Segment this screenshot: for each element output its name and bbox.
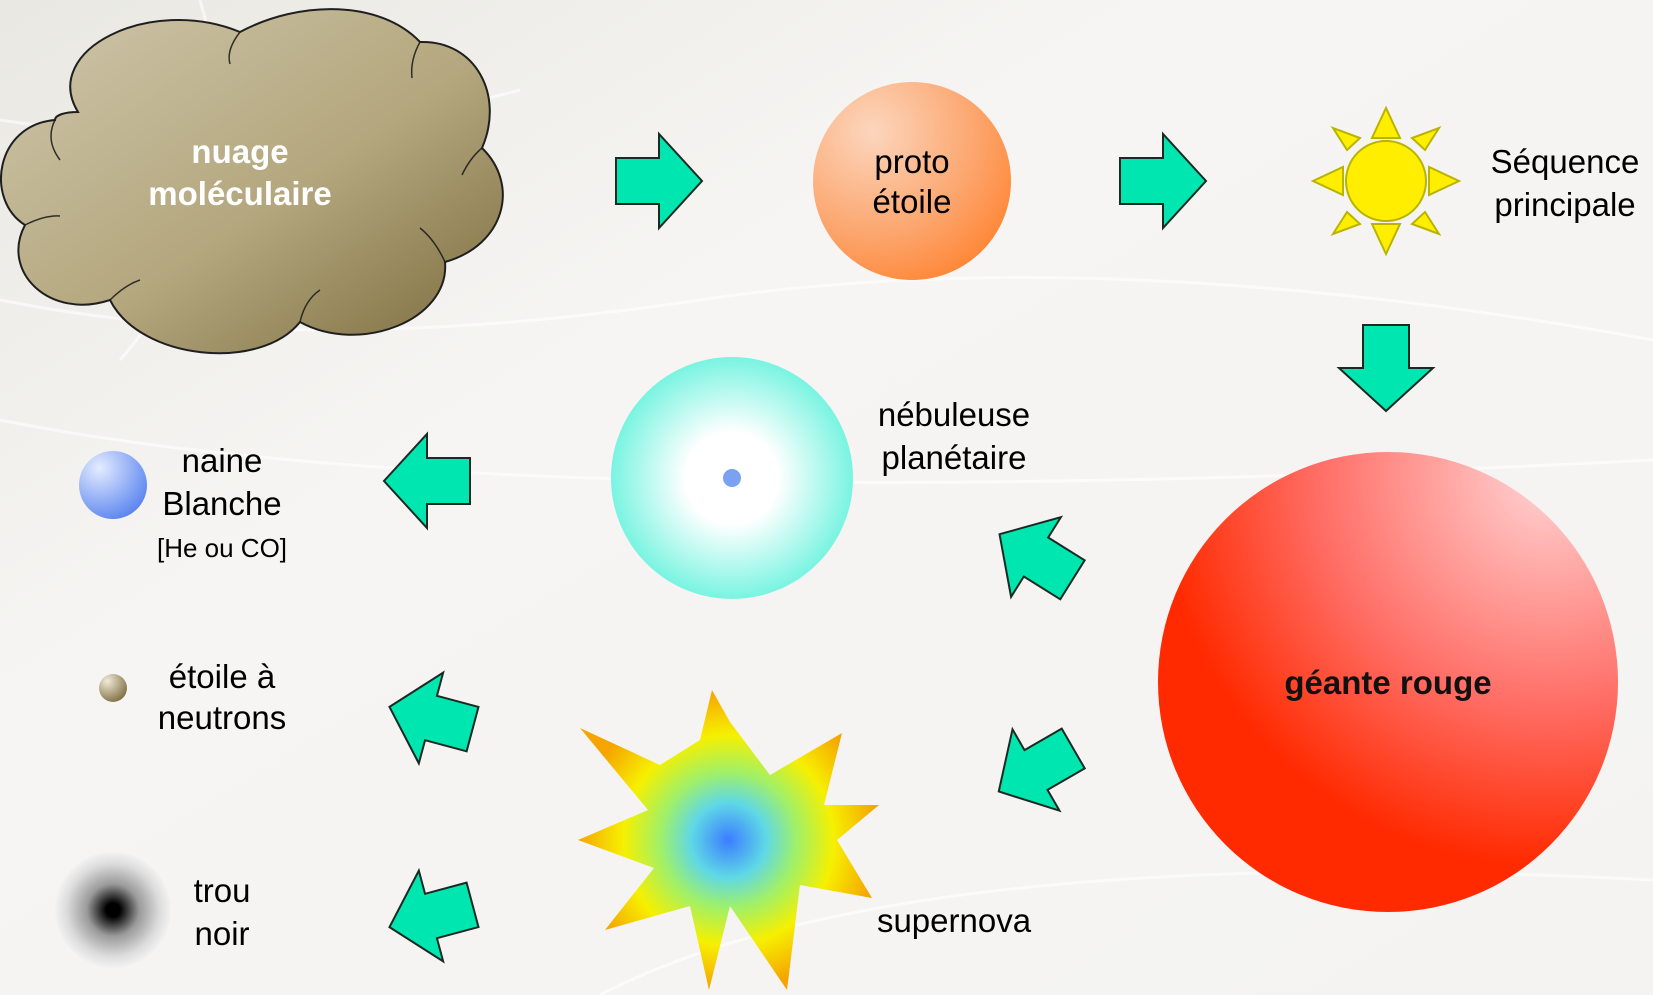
label-nuage-line2: moléculaire xyxy=(148,175,331,212)
label-neutrons-line2: neutrons xyxy=(158,699,286,736)
label-nuage-line1: nuage xyxy=(191,133,288,170)
label-proto-line1: proto xyxy=(874,143,949,180)
black-hole-icon xyxy=(55,852,171,968)
label-nebuleuse-line1: nébuleuse xyxy=(878,396,1030,433)
label-trou-noir-line2: noir xyxy=(194,915,249,952)
label-naine-line3: [He ou CO] xyxy=(157,533,287,563)
label-nebuleuse-line2: planétaire xyxy=(882,439,1027,476)
label-sequence-line2: principale xyxy=(1494,186,1635,223)
sun-icon xyxy=(1313,108,1459,254)
label-naine-line2: Blanche xyxy=(162,485,281,522)
label-sequence-line1: Séquence xyxy=(1491,143,1640,180)
label-supernova: supernova xyxy=(877,902,1032,939)
neutron-star-sphere xyxy=(99,674,127,702)
protostar-sphere xyxy=(813,82,1011,280)
nebula-core-dot xyxy=(723,469,741,487)
sun-disc xyxy=(1346,141,1426,221)
label-naine-line1: naine xyxy=(182,442,263,479)
label-trou-noir-line1: trou xyxy=(194,872,251,909)
label-neutrons-line1: étoile à xyxy=(169,658,276,695)
label-geante: géante rouge xyxy=(1284,664,1491,701)
label-proto-line2: étoile xyxy=(873,183,952,220)
stage-proto-etoile: proto étoile xyxy=(813,82,1011,280)
white-dwarf-sphere xyxy=(79,451,147,519)
stage-geante-rouge: géante rouge xyxy=(1158,452,1618,912)
